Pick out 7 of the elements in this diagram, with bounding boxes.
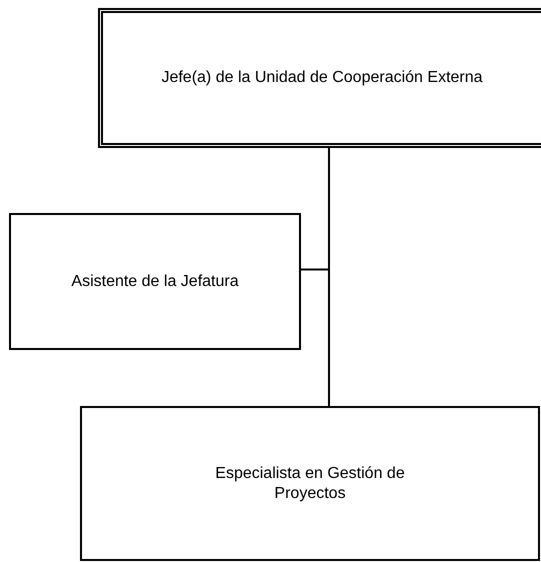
- position-box: [80, 406, 540, 561]
- connector-line: [328, 148, 330, 406]
- position-box: [9, 213, 301, 350]
- position-title: Jefe(a) de la Unidad de Cooperación Externa: [161, 68, 483, 88]
- position-title: Asistente de la Jefatura: [71, 272, 239, 292]
- position-title: Especialista en Gestión de Proyectos: [214, 464, 406, 504]
- position-box: [98, 8, 541, 148]
